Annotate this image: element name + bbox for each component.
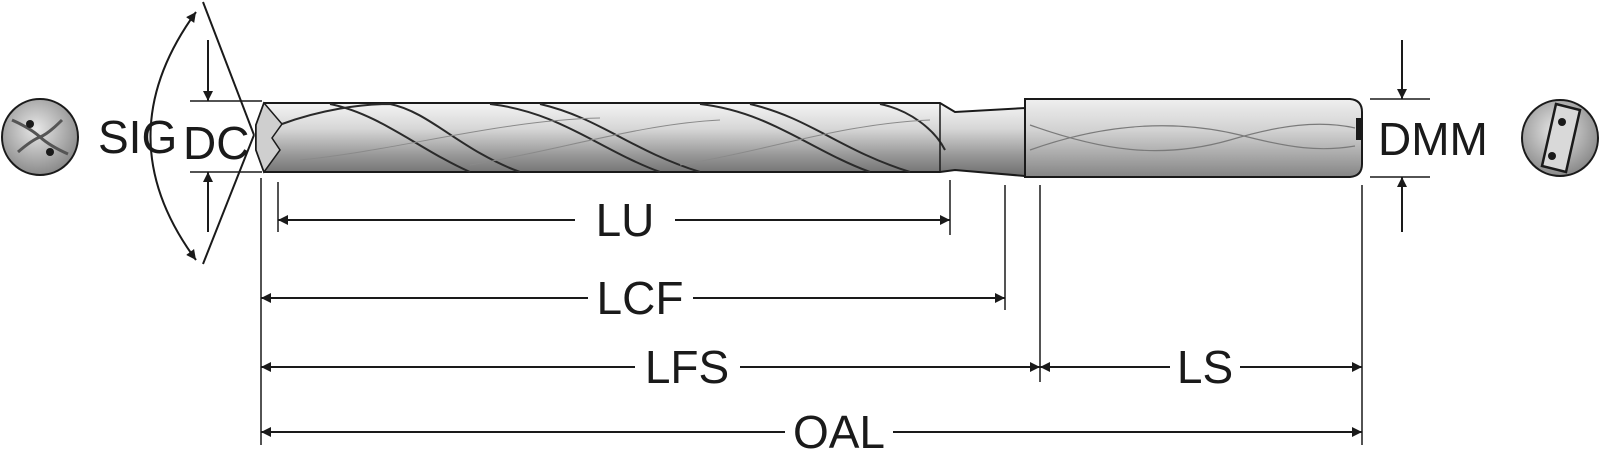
lu-label: LU [596,194,655,246]
dmm-label: DMM [1378,113,1488,165]
dc-label: DC [183,117,249,169]
dc-dimension [190,40,262,232]
dimension-lines [261,215,1362,437]
dmm-dimension [1370,40,1430,232]
drill-body [255,98,1363,178]
drill-shank-end-view-icon [1521,99,1599,177]
ls-label: LS [1177,341,1233,393]
lfs-label: LFS [645,341,729,393]
extension-lines [260,178,1363,445]
drill-point-end-view-icon [1,98,79,176]
lcf-label: LCF [597,272,684,324]
sig-label: SIG [98,111,177,163]
point-angle-construction [149,1,255,265]
oal-label: OAL [793,406,885,450]
